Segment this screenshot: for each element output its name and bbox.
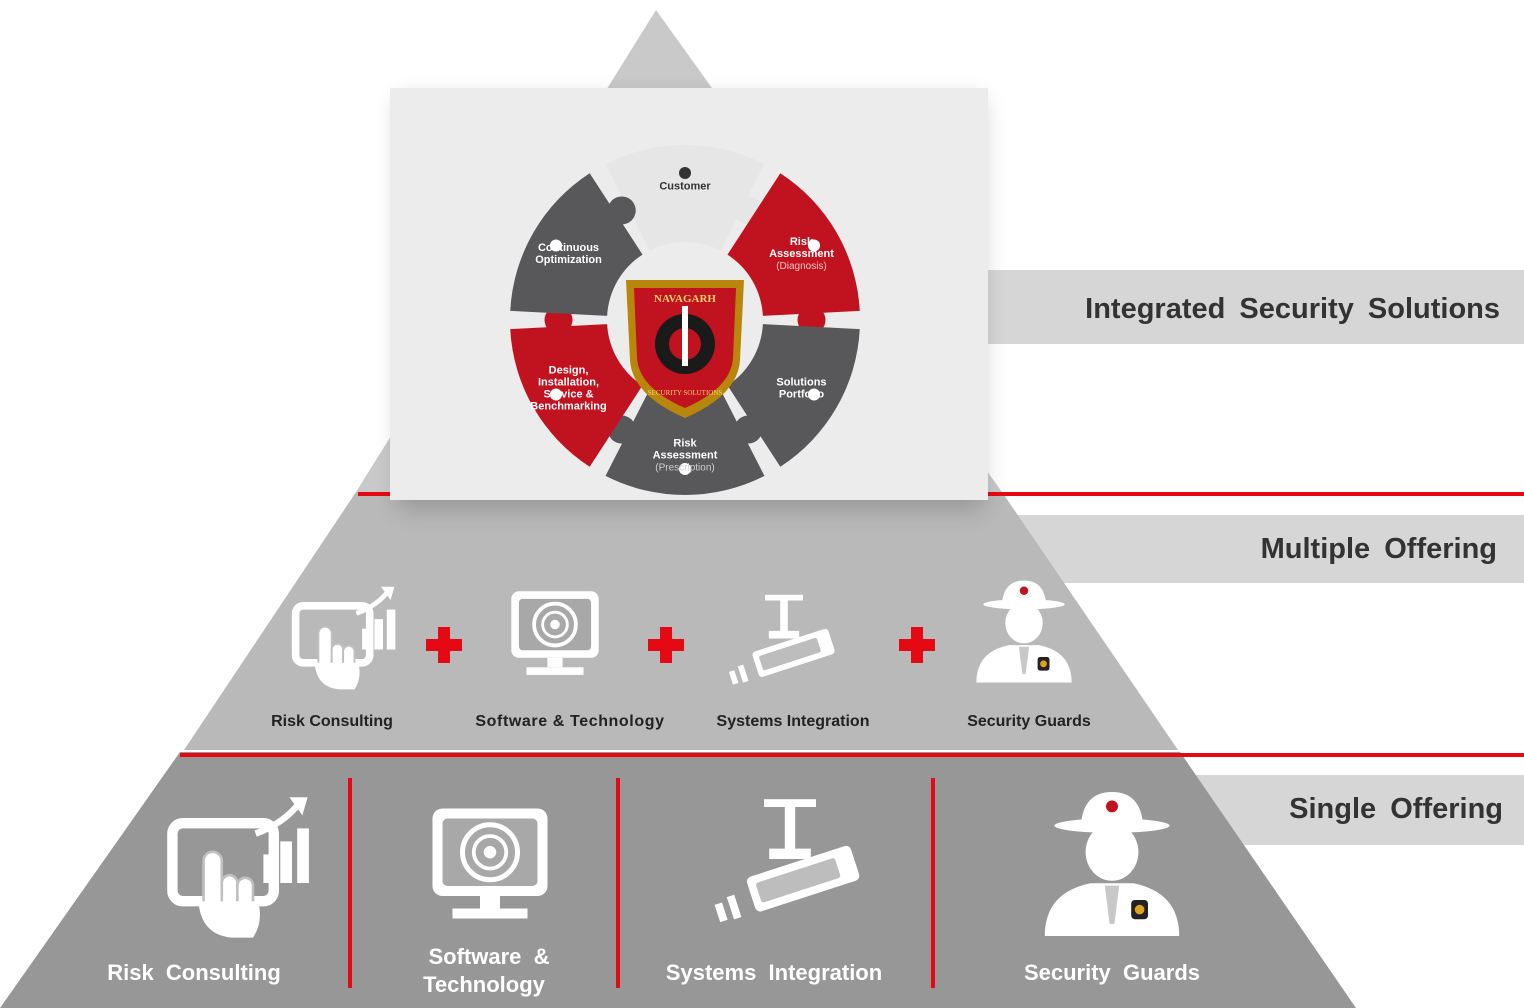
wheel-segment: [605, 389, 765, 496]
bottom-item-label: Security Guards: [1024, 960, 1200, 985]
wheel-segment-sublabel: (Prescription): [655, 463, 714, 474]
middle-offerings: Risk Consulting Software & Technology Sy…: [271, 580, 1091, 730]
bottom-item-label: Risk Consulting: [107, 960, 281, 985]
wheel-segment-label: Assessment: [653, 450, 718, 462]
bottom-item-label: Systems Integration: [666, 960, 882, 985]
wheel-segment-label: Optimization: [535, 254, 602, 266]
wheel-segment-label: Risk: [673, 438, 697, 450]
people-icon: [679, 167, 691, 179]
wheel-segment-label: Benchmarking: [530, 400, 606, 412]
bar-chart-icon: [549, 239, 562, 252]
middle-item-label: Systems Integration: [717, 713, 870, 730]
pyramid-middle-tier: [184, 492, 1178, 750]
middle-item-label: Risk Consulting: [271, 713, 393, 730]
wheel-segment-label: Portfolio: [779, 388, 824, 400]
wheel-segment-label: Customer: [659, 181, 711, 193]
middle-item-label: Software & Technology: [475, 713, 664, 730]
wheel-segment: [727, 173, 860, 316]
wheel-segment-label: Solutions: [776, 376, 826, 388]
tier-label-bottom: Single Offering: [1289, 793, 1503, 825]
wheel-segment-label: Installation,: [538, 376, 599, 388]
wheel-segment-sublabel: (Diagnosis): [776, 261, 827, 272]
tools-icon: [808, 388, 821, 401]
magnifier-document-icon: [808, 239, 821, 252]
emblem-text: NAVAGARH: [654, 293, 716, 305]
middle-item-label: Security Guards: [967, 713, 1091, 730]
wheel-segment-label: Risk: [790, 236, 814, 248]
wheel-segment-label: Assessment: [769, 248, 834, 260]
tier-label-middle: Multiple Offering: [1261, 533, 1497, 565]
bottom-item-label: Software &: [428, 944, 549, 969]
wheel-segment-label: Design,: [549, 364, 589, 376]
wheel-segment-label: Service &: [543, 388, 593, 400]
wheel-puzzle-knob: [607, 196, 636, 225]
wheel-segment: [510, 324, 643, 467]
gears-icon: [549, 388, 562, 401]
wheel-segment: [605, 144, 765, 251]
pyramid-bottom-tier: [0, 752, 1356, 1008]
route-icon: [679, 463, 691, 475]
bottom-item-label: Technology: [423, 972, 546, 997]
company-emblem: NAVAGARH SECURITY SOLUTIONS: [626, 280, 744, 418]
emblem-subtext: SECURITY SOLUTIONS: [648, 389, 723, 397]
security-cycle-wheel: CustomerRiskAssessment(Diagnosis)Solutio…: [390, 88, 988, 510]
tier-label-top: Integrated Security Solutions: [1085, 293, 1500, 325]
single-offerings: Risk Consulting Software & Technology Sy…: [107, 778, 1200, 997]
wheel-segment-label: Continuous: [538, 242, 599, 254]
